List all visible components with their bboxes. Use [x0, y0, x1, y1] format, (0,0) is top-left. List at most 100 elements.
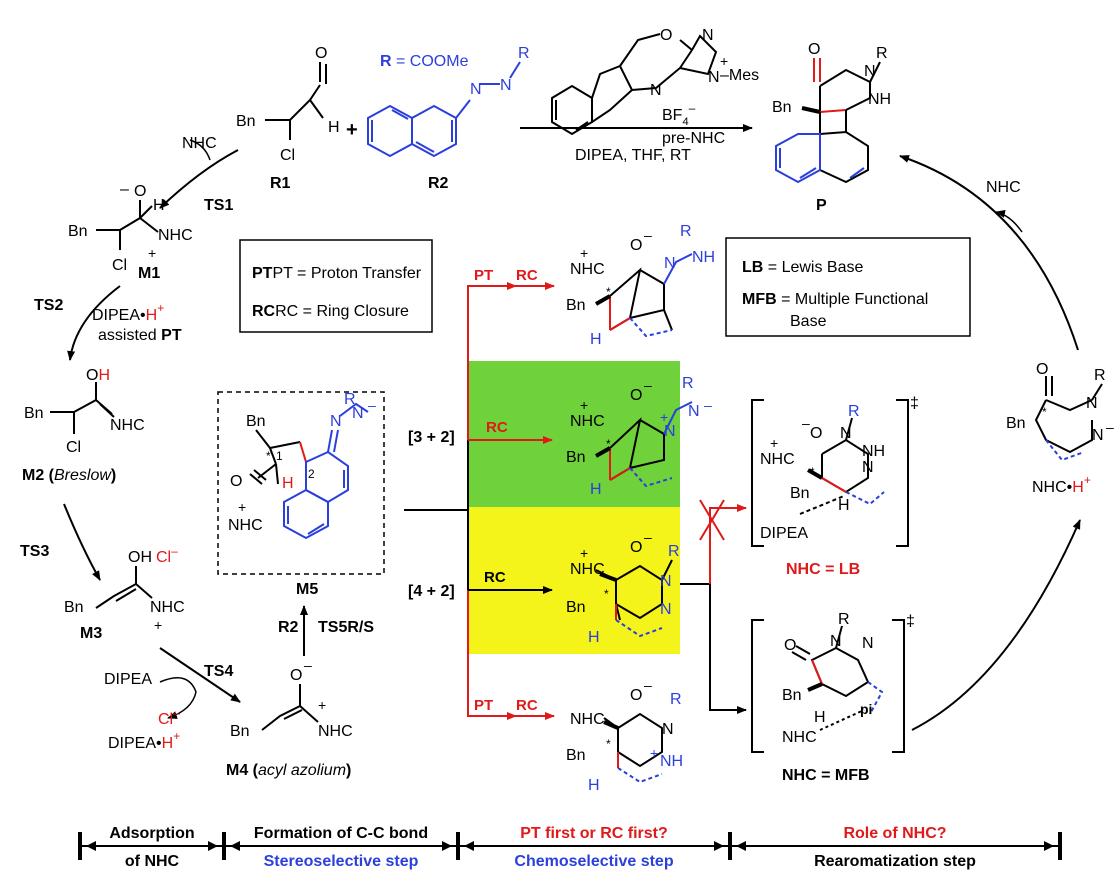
box-4-2-yellow — [468, 507, 680, 654]
p3-h: H — [588, 629, 600, 646]
p3-plus: + — [580, 545, 588, 561]
m3-bn: Bn — [64, 599, 84, 616]
p-r: R — [876, 45, 888, 62]
p4-h: H — [588, 777, 600, 794]
p2-minus: – — [644, 377, 652, 393]
p-label: P — [816, 197, 827, 214]
m5-c1: 1 — [276, 449, 283, 463]
m5-n2: N — [352, 405, 364, 422]
product-4-2 — [595, 559, 673, 638]
m1-nhc: NHC — [158, 227, 193, 244]
product-structure — [775, 58, 881, 184]
nhc-lb-label: NHC = LB — [786, 561, 860, 578]
f-n1: N — [1086, 395, 1098, 412]
m1-label: M1 — [138, 265, 160, 282]
pre-nhc-n1: N — [650, 82, 662, 99]
rc-top: RC — [516, 267, 538, 284]
label-4-2: [4 + 2] — [408, 583, 455, 600]
f-r: R — [1094, 367, 1106, 384]
pre-nhc-structure — [551, 33, 718, 136]
mfb-brackets — [751, 619, 905, 753]
arrow-ts1 — [159, 149, 239, 209]
p3-n2: N — [660, 601, 672, 618]
pre-nhc-n2: N — [702, 27, 714, 44]
p2-r: R — [682, 375, 694, 392]
m1-structure — [96, 200, 159, 250]
stage-4-b: Rearomatization step — [814, 853, 976, 870]
pre-nhc-bf4: BF4– — [662, 101, 696, 128]
lb-legend-box — [725, 237, 971, 337]
lb-legend: LB = Lewis Base — [742, 259, 863, 276]
ts5: TS5R/S — [318, 619, 374, 636]
m5-box — [217, 391, 385, 575]
p2-nhc: NHC — [570, 413, 605, 430]
mfb-nhc: NHC — [782, 729, 817, 746]
conditions: DIPEA, THF, RT — [575, 147, 691, 164]
m5-star: * — [266, 449, 271, 463]
stage-3-b: Chemoselective step — [514, 853, 673, 870]
ts2: TS2 — [34, 297, 63, 314]
m5-nminus: – — [368, 397, 376, 413]
m3-plus: + — [154, 617, 162, 633]
ts1: TS1 — [204, 197, 233, 214]
mfb-legend-2: Base — [790, 313, 827, 330]
nhc-in: NHC — [182, 135, 217, 152]
lb-nhc: NHC — [760, 451, 795, 468]
arrow-final-to-p — [899, 155, 1079, 351]
m4-plus: + — [318, 697, 326, 713]
r1-bn: Bn — [236, 113, 256, 130]
legend-pt: PTPT = Proton Transfer — [252, 265, 422, 282]
product-pt-rc-top — [595, 253, 693, 338]
dipea-in: DIPEA — [104, 671, 152, 688]
r2-structure — [367, 61, 521, 158]
product-3-2 — [595, 401, 693, 488]
dipea-h-assist: DIPEA•H+ — [92, 301, 164, 324]
ts5-r2: R2 — [278, 619, 299, 636]
arrow-mfb-to-final — [911, 519, 1081, 731]
m3-structure — [95, 566, 153, 609]
m3-cl: Cl– — [156, 544, 178, 566]
m2-cl: Cl — [66, 439, 81, 456]
f-nminus: – — [1106, 419, 1114, 435]
pre-nhc-label: pre-NHC — [662, 130, 725, 147]
p1-bn: Bn — [566, 297, 586, 314]
p3-o: O — [630, 539, 642, 556]
m3-label: M3 — [80, 625, 102, 642]
box-3-2-green — [468, 361, 680, 507]
stage-1-b: of NHC — [125, 853, 180, 870]
lb-n2: N — [862, 459, 874, 476]
p3-r: R — [668, 543, 680, 560]
stage-3-a: PT first or RC first? — [520, 825, 668, 842]
lb-plus: + — [770, 435, 778, 451]
m1-plus: + — [148, 245, 156, 261]
p4-star: * — [606, 737, 611, 751]
r-definition: R = COOMe — [380, 53, 469, 70]
p4-nplus: + — [650, 745, 658, 761]
m1-o: O — [134, 183, 146, 200]
pre-nhc-n3: N — [708, 69, 720, 86]
m5-r: R — [344, 391, 356, 408]
mfb-structure — [791, 625, 884, 731]
plus-sign: + — [346, 119, 358, 141]
p2-bn: Bn — [566, 449, 586, 466]
m1-cl: Cl — [112, 257, 127, 274]
final-intermediate — [1034, 376, 1103, 462]
r1-h: H — [328, 119, 340, 136]
p2-nplus: + — [660, 409, 668, 425]
mfb-pi: pi — [860, 701, 872, 717]
r1-label: R1 — [270, 175, 291, 192]
mfb-n2: N — [862, 635, 874, 652]
lb-nh: NH — [862, 443, 885, 460]
m2-bn: Bn — [24, 405, 44, 422]
p2-h: H — [590, 481, 602, 498]
arrow-nhc-release — [995, 209, 1023, 233]
pre-nhc-o: O — [660, 27, 672, 44]
m4-nhc: NHC — [318, 723, 353, 740]
timeline — [78, 832, 1062, 860]
mfb-r: R — [838, 611, 850, 628]
p1-r: R — [680, 223, 692, 240]
p2-n: N — [664, 423, 676, 440]
arrow-ts4 — [159, 647, 241, 703]
mfb-legend: MFB = Multiple Functional — [742, 291, 928, 308]
